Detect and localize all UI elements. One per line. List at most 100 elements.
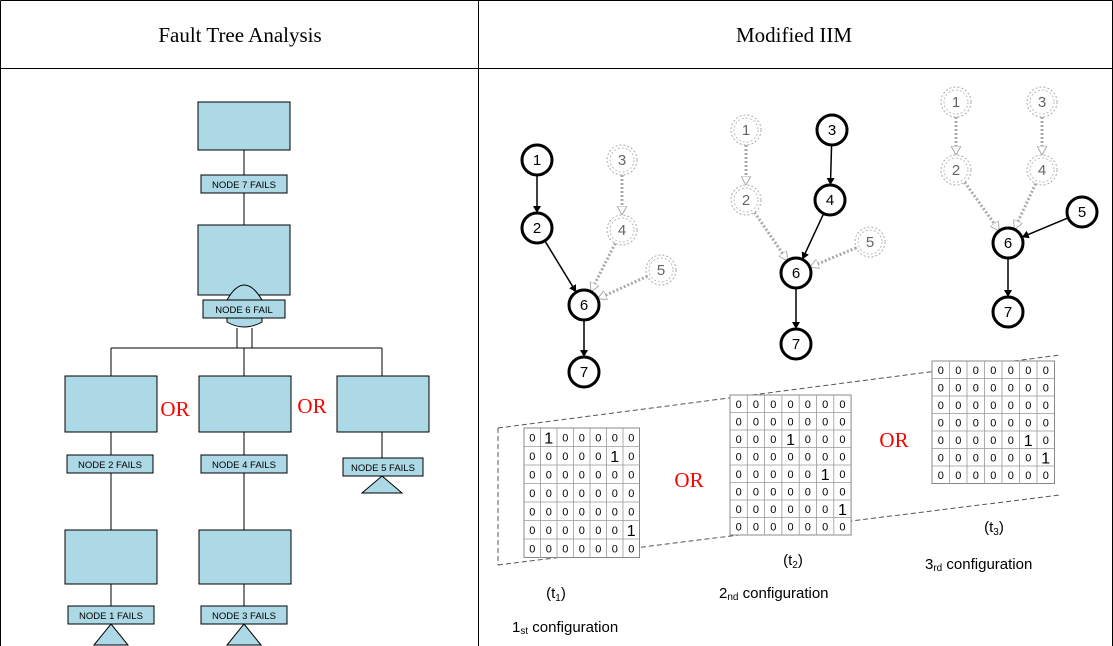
matrix-cell: 0 <box>562 543 568 555</box>
iim-node-3: 3 <box>815 113 849 147</box>
matrix-cell: 0 <box>529 543 535 555</box>
matrix-cell: 0 <box>562 451 568 463</box>
matrix-cell: 0 <box>546 488 552 500</box>
iim-node-1: 1 <box>730 114 762 146</box>
matrix-cell: 0 <box>805 521 811 533</box>
matrix-cell: 0 <box>1025 417 1031 429</box>
iim-node-label: 1 <box>742 122 750 139</box>
matrix-cell: 0 <box>1025 452 1031 464</box>
iim-node-label: 3 <box>1038 94 1046 111</box>
matrix-cell: 0 <box>753 416 759 428</box>
matrix-cell: 0 <box>787 469 793 481</box>
matrix-cell: 0 <box>938 365 944 377</box>
matrix-cell: 0 <box>805 399 811 411</box>
iim-node-4: 4 <box>606 214 638 246</box>
time-label-1: (t1) <box>546 585 566 604</box>
matrix-cell: 0 <box>990 435 996 447</box>
matrix-cell: 0 <box>822 434 828 446</box>
iim-node-6: 6 <box>567 288 601 322</box>
or-label: OR <box>297 394 326 418</box>
matrix-cell: 0 <box>805 416 811 428</box>
matrix-cell: 0 <box>938 417 944 429</box>
matrix-cell: 0 <box>612 525 618 537</box>
matrix-cell: 0 <box>595 469 601 481</box>
matrix-cell: 0 <box>753 434 759 446</box>
time-label-3: (t3) <box>984 519 1004 538</box>
iim-node-7: 7 <box>779 327 813 361</box>
matrix-cell: 0 <box>579 432 585 444</box>
matrix-cell: 0 <box>562 488 568 500</box>
iim-edge <box>591 242 617 290</box>
matrix-cell: 0 <box>579 525 585 537</box>
fault-tree-event-node-3 <box>198 529 292 585</box>
matrix-cell: 0 <box>955 452 961 464</box>
matrix-cell: 0 <box>595 543 601 555</box>
matrix-cell: 0 <box>529 451 535 463</box>
matrix-cell: 1 <box>544 430 553 447</box>
matrix-cell: 1 <box>1041 450 1050 467</box>
matrix-cell: 0 <box>1008 382 1014 394</box>
matrix-cell: 0 <box>1008 470 1014 482</box>
matrix-cell: 0 <box>770 469 776 481</box>
iim-node-label: 2 <box>742 192 750 209</box>
matrix-cell: 0 <box>562 469 568 481</box>
matrix-cell: 0 <box>787 399 793 411</box>
matrix-cell: 0 <box>990 382 996 394</box>
matrix-cell: 1 <box>1024 433 1033 450</box>
matrix-cell: 0 <box>973 365 979 377</box>
matrix-cell: 0 <box>546 506 552 518</box>
matrix-cell: 1 <box>821 467 830 484</box>
matrix-cell: 0 <box>1008 365 1014 377</box>
matrix-cell: 0 <box>938 470 944 482</box>
matrix-cell: 0 <box>805 469 811 481</box>
matrix-cell: 0 <box>595 488 601 500</box>
matrix-cell: 0 <box>1043 382 1049 394</box>
matrix-cell: 0 <box>595 525 601 537</box>
caption-2nd-configuration: 2nd configuration <box>719 585 829 603</box>
fault-tree-diagram: NODE 7 FAILS NODE 6 FAIL NODE 2 FAILS NO… <box>64 101 430 646</box>
fault-tree-label-node-1: NODE 1 FAILS <box>79 611 143 622</box>
iim-node-2: 2 <box>940 154 972 186</box>
matrix-cell: 0 <box>579 451 585 463</box>
matrix-cell: 0 <box>822 451 828 463</box>
iim-edge <box>599 274 648 298</box>
matrix-cell: 0 <box>1025 382 1031 394</box>
matrix-cell: 0 <box>612 432 618 444</box>
iim-node-5: 5 <box>854 226 886 258</box>
matrix-cell: 0 <box>955 382 961 394</box>
matrix-cell: 0 <box>529 469 535 481</box>
matrix-cell: 0 <box>628 506 634 518</box>
matrix-cell: 0 <box>1008 417 1014 429</box>
matrix-cell: 0 <box>805 504 811 516</box>
iim-node-label: 4 <box>826 192 834 209</box>
iim-edge <box>963 181 1000 230</box>
matrix-cell: 0 <box>736 434 742 446</box>
matrix-cell: 0 <box>770 416 776 428</box>
matrix-cell: 0 <box>562 525 568 537</box>
matrix-cell: 0 <box>562 432 568 444</box>
matrix-cell: 0 <box>595 432 601 444</box>
matrix-cell: 0 <box>787 521 793 533</box>
matrix-cell: 0 <box>822 504 828 516</box>
fault-tree-label-node-6: NODE 6 FAIL <box>215 305 273 316</box>
matrix-cell: 0 <box>805 486 811 498</box>
iim-node-3: 3 <box>606 144 638 176</box>
matrix-cell: 0 <box>938 400 944 412</box>
matrix-cell: 0 <box>579 506 585 518</box>
matrix-cell: 0 <box>787 416 793 428</box>
matrix-cell: 0 <box>990 400 996 412</box>
iim-node-2: 2 <box>520 211 554 245</box>
matrix-cell: 0 <box>753 399 759 411</box>
matrix-cell: 0 <box>753 521 759 533</box>
matrix-cell: 0 <box>973 400 979 412</box>
iim-node-label: 6 <box>1004 235 1012 252</box>
matrix-cell: 0 <box>612 506 618 518</box>
transfer-triangle-icon <box>225 623 263 646</box>
